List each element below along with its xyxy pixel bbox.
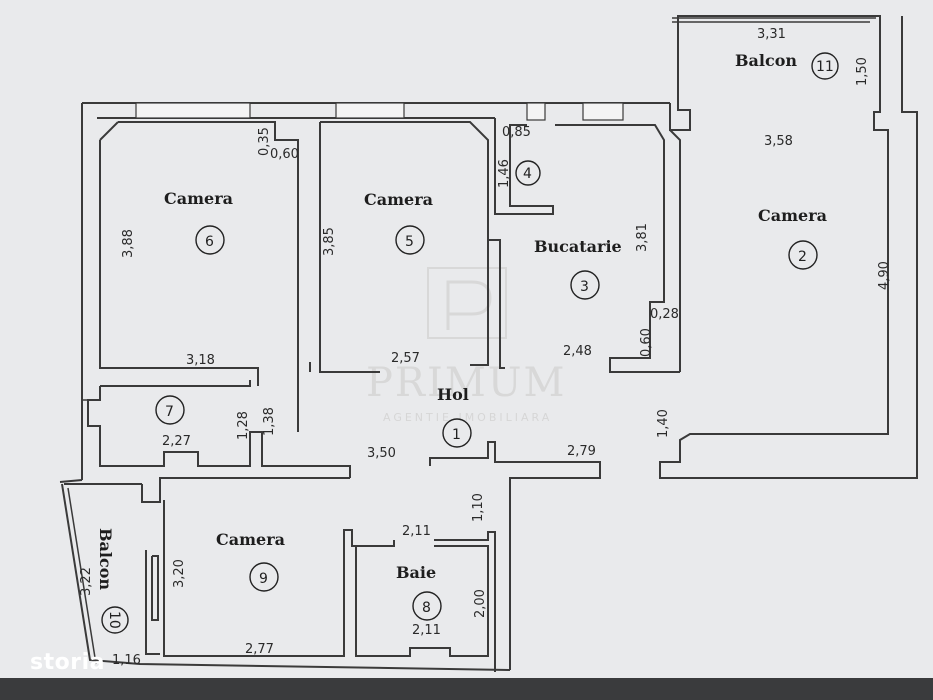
dim-279: 2,79 bbox=[567, 444, 596, 459]
dim-490: 4,90 bbox=[877, 261, 892, 290]
room-number-5: 5 bbox=[405, 234, 414, 250]
dim-138: 1,38 bbox=[262, 407, 277, 436]
dim-116: 1,16 bbox=[112, 653, 141, 668]
dim-028: 0,28 bbox=[650, 307, 679, 322]
dim-331: 3,31 bbox=[757, 27, 786, 42]
dim-227: 2,27 bbox=[162, 434, 191, 449]
room-name-bucatarie-3: Bucatarie bbox=[534, 237, 622, 256]
room-name-balcon-10: Balcon bbox=[96, 528, 115, 590]
room-number-2: 2 bbox=[798, 249, 807, 265]
dim-385: 3,85 bbox=[322, 227, 337, 256]
watermark: PRIMUM AGENTIE IMOBILIARA bbox=[366, 267, 566, 424]
dim-350: 3,50 bbox=[367, 446, 396, 461]
room-marker-11 bbox=[811, 52, 839, 80]
walls bbox=[59, 15, 918, 672]
dim-211a: 2,11 bbox=[402, 524, 431, 539]
room-number-6: 6 bbox=[205, 234, 214, 250]
dim-060a: 0,60 bbox=[270, 147, 299, 162]
room-marker-9 bbox=[249, 562, 279, 592]
dim-358: 3,58 bbox=[764, 134, 793, 149]
dim-318: 3,18 bbox=[186, 353, 215, 368]
room-name-hol-1: Hol bbox=[437, 385, 469, 404]
dim-211b: 2,11 bbox=[412, 623, 441, 638]
room-marker-3 bbox=[570, 270, 600, 300]
room-marker-10 bbox=[101, 606, 129, 634]
room-name-camera-9: Camera bbox=[216, 530, 285, 549]
room-number-7: 7 bbox=[165, 404, 174, 420]
room-marker-2 bbox=[788, 240, 818, 270]
watermark-brand: PRIMUM bbox=[366, 360, 566, 406]
dim-257: 2,57 bbox=[391, 351, 420, 366]
dim-388: 3,88 bbox=[121, 229, 136, 258]
room-marker-6 bbox=[195, 225, 225, 255]
dim-035: 0,35 bbox=[257, 127, 272, 156]
dim-140: 1,40 bbox=[656, 409, 671, 438]
dimension-labels: 3,31 1,50 3,58 4,90 1,40 0,35 0,60 3,88 … bbox=[79, 27, 892, 668]
room-name-camera-2: Camera bbox=[758, 206, 827, 225]
room-marker-5 bbox=[395, 225, 425, 255]
room-name-balcon-11: Balcon bbox=[735, 51, 797, 70]
dim-085: 0,85 bbox=[502, 125, 531, 140]
bottom-shadow-strip bbox=[0, 678, 933, 700]
room-marker-1 bbox=[442, 418, 472, 448]
dim-277: 2,77 bbox=[245, 642, 274, 657]
storia-logo: storia bbox=[30, 650, 105, 675]
dim-200: 2,00 bbox=[473, 589, 488, 618]
dim-060b: 0,60 bbox=[639, 328, 654, 357]
room-number-8: 8 bbox=[422, 600, 431, 616]
room-number-9: 9 bbox=[259, 571, 268, 587]
dim-320: 3,20 bbox=[172, 559, 187, 588]
room-number-1: 1 bbox=[452, 427, 461, 443]
dim-146: 1,46 bbox=[497, 159, 512, 188]
room-marker-8 bbox=[412, 591, 442, 621]
room-name-camera-6: Camera bbox=[164, 189, 233, 208]
dim-248: 2,48 bbox=[563, 344, 592, 359]
room-marker-4 bbox=[515, 160, 541, 186]
dim-150: 1,50 bbox=[855, 57, 870, 86]
room-number-11: 11 bbox=[816, 59, 834, 75]
room-name-camera-5: Camera bbox=[364, 190, 433, 209]
watermark-subtitle: AGENTIE IMOBILIARA bbox=[383, 411, 552, 424]
room-name-baie-8: Baie bbox=[396, 563, 436, 582]
dim-110: 1,10 bbox=[471, 493, 486, 522]
room-number-3: 3 bbox=[580, 279, 589, 295]
room-number-10: 10 bbox=[106, 611, 122, 629]
dim-322: 3,22 bbox=[79, 567, 94, 596]
room-labels: Camera 6 Camera 5 4 Bucatarie 3 Camera 2… bbox=[96, 51, 839, 634]
dim-381: 3,81 bbox=[635, 223, 650, 252]
room-number-4: 4 bbox=[523, 166, 532, 182]
dim-128: 1,28 bbox=[236, 411, 251, 440]
room-marker-7 bbox=[155, 395, 185, 425]
